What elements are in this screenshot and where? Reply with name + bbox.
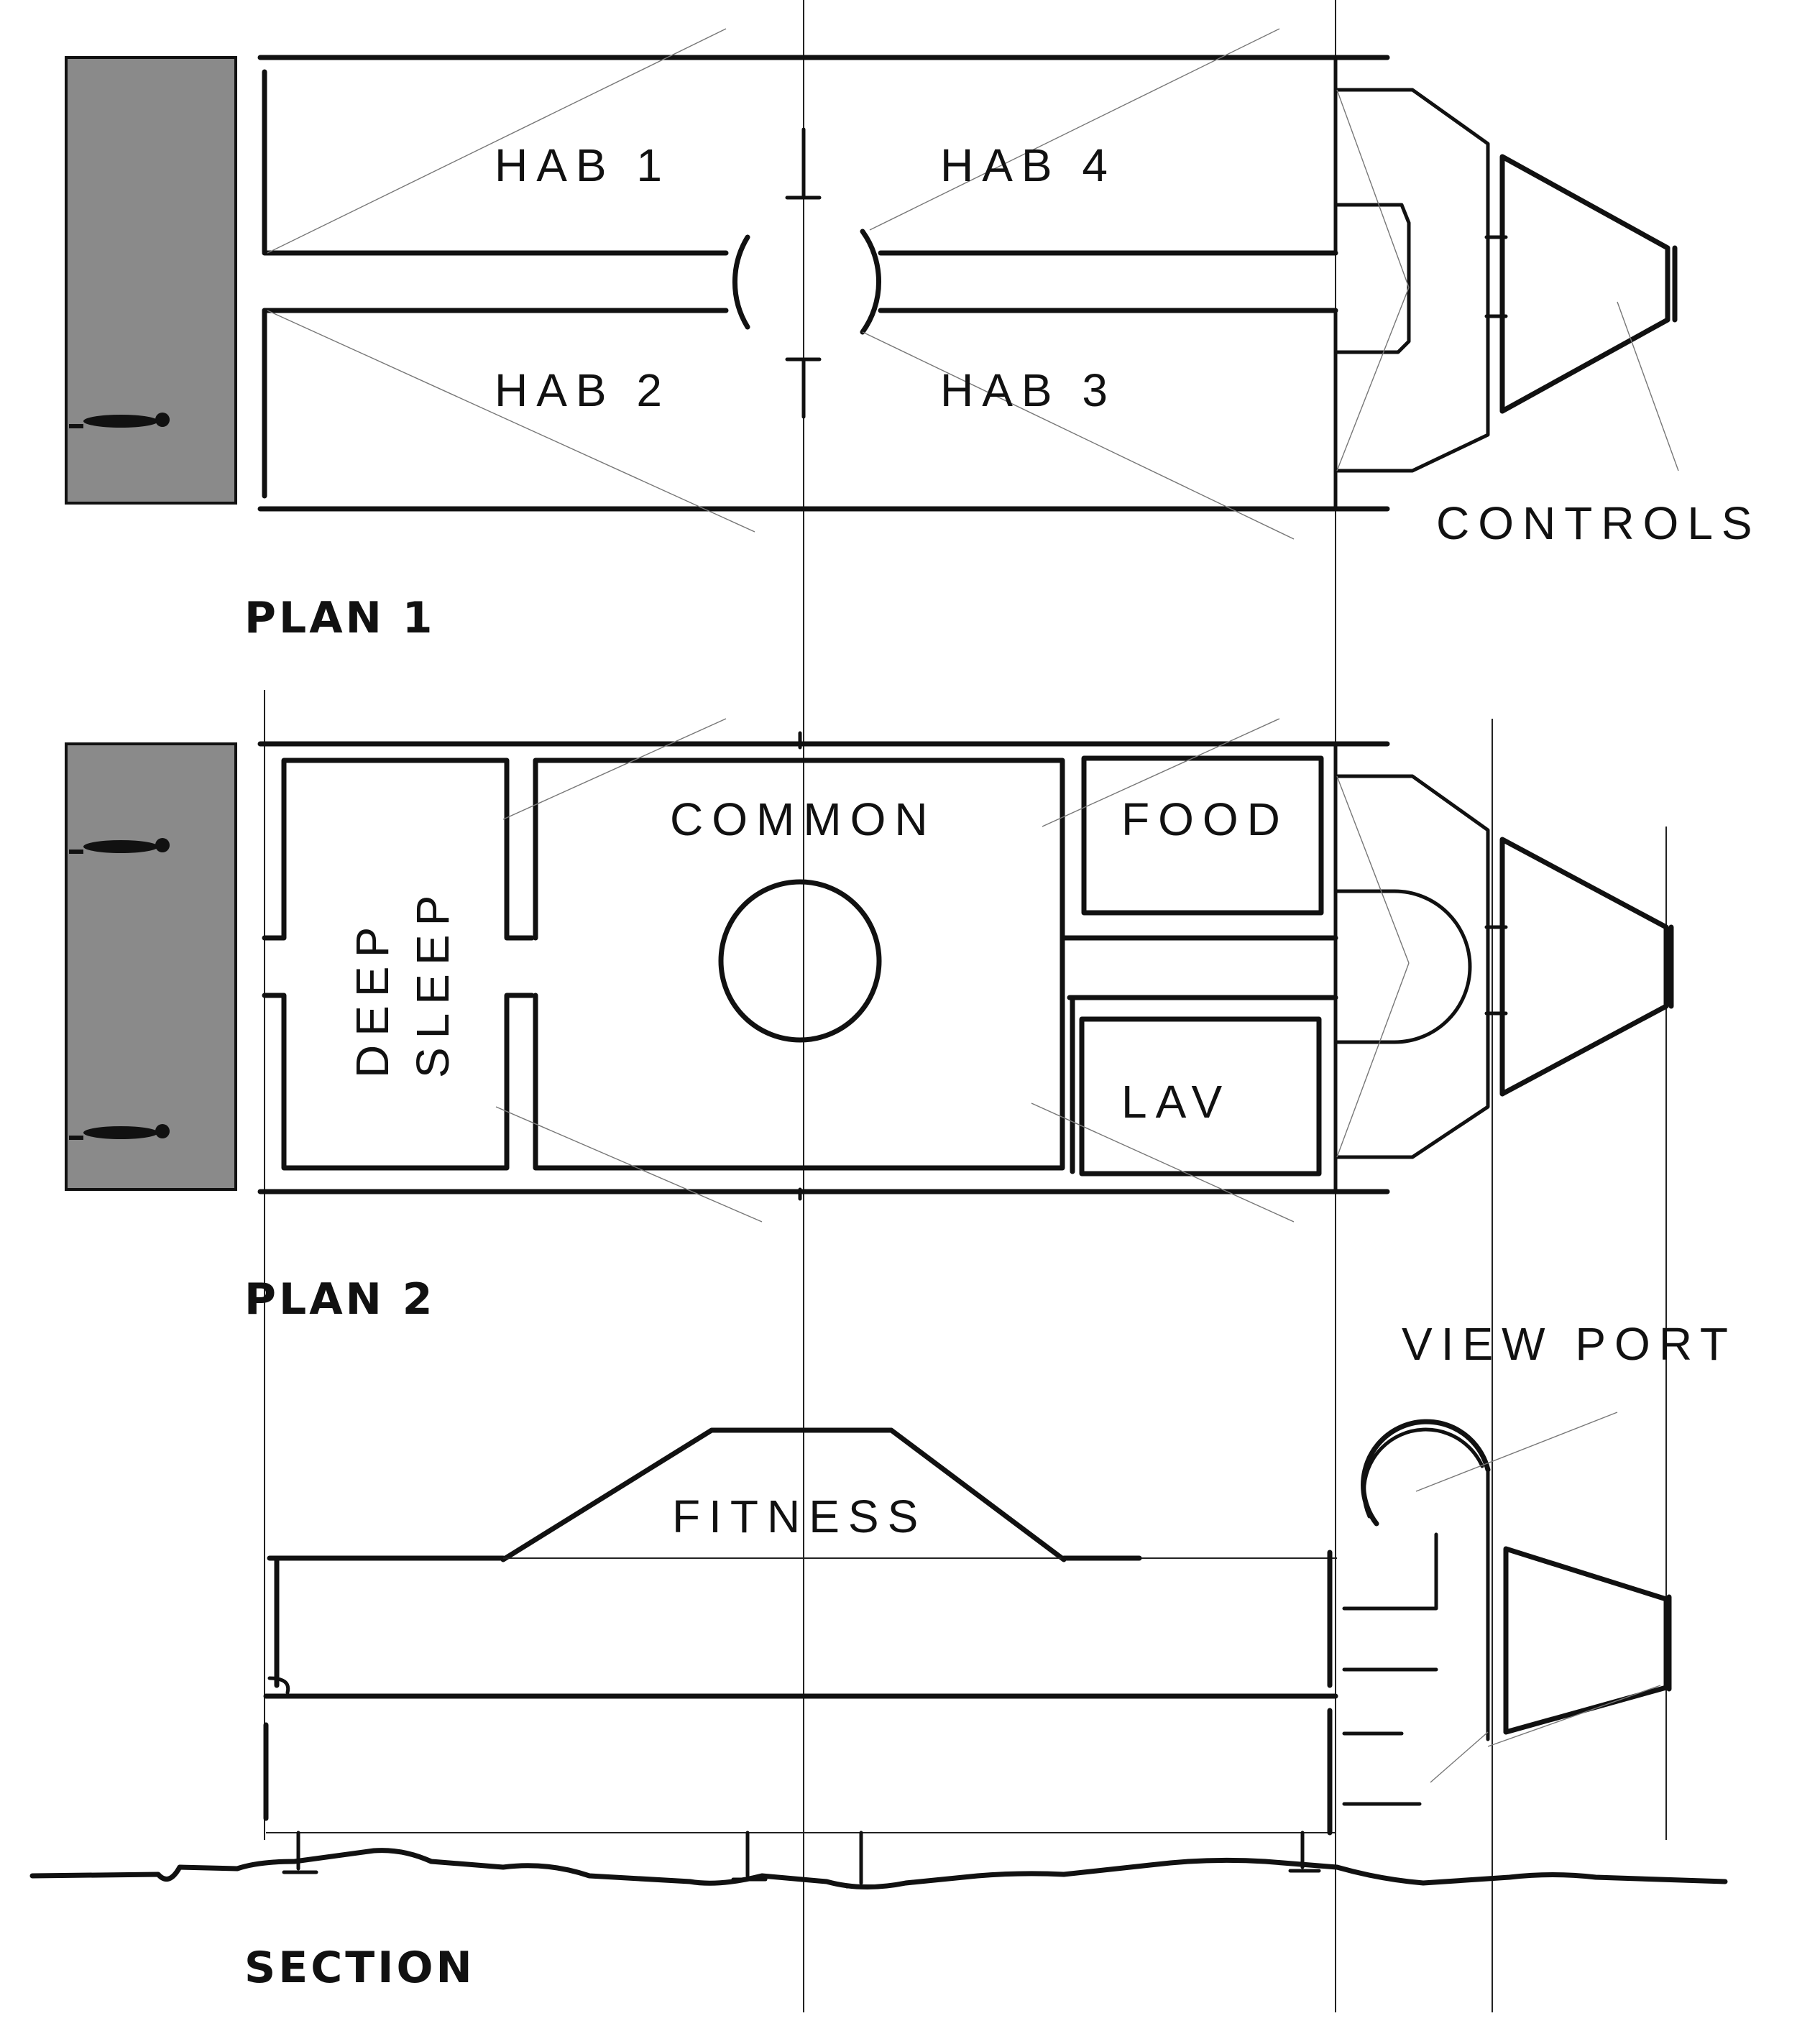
central-hub-right-arc [860,229,881,335]
food-room [1081,755,1324,916]
room-label-sleep: SLEEP [407,887,459,1078]
ground-line [29,1848,1728,1890]
room-label-food: FOOD [1121,793,1289,845]
plan-1: HAB 1 HAB 4 HAB 2 HAB 3 CONTROLS PLAN 1 [65,28,1761,643]
controls-label: CONTROLS [1436,497,1761,549]
plan-2-hull [257,731,1390,1201]
section-title: SECTION [244,1943,475,1993]
view-port-dome [1361,1419,1491,1527]
plan-1-title: PLAN 1 [244,593,436,643]
scale-figure-panel-2 [65,742,237,1191]
room-label-deep: DEEP [346,919,398,1078]
room-label-common: COMMON [670,793,937,845]
view-port-dome-plan [1392,889,1472,1044]
section: FITNESS VIEW PORT SECTION [29,1318,1737,1993]
view-port-label: VIEW PORT [1402,1318,1737,1370]
room-label-hab-1: HAB 1 [495,139,671,191]
scale-figure [69,413,170,428]
view-port-cone-section [1503,1546,1669,1735]
view-port-module-section [1342,1412,1672,1806]
plan-1-perspective-hairlines [267,28,1295,540]
fitness-label: FITNESS [672,1491,927,1542]
controls-module [1333,88,1679,473]
scale-figure-standing [69,838,170,854]
view-port-cone-plan [1499,837,1669,1097]
common-hatch-circle [718,879,882,1043]
view-port-module-plan [1333,774,1674,1159]
common-room [533,758,1065,1171]
construction-lines [264,0,1667,2012]
fitness-dome [500,1427,1067,1562]
deep-sleep-room [262,758,535,941]
controls-cone [1499,154,1670,414]
scale-figure-panel [65,56,237,505]
plan-2-title: PLAN 2 [244,1274,436,1325]
room-label-hab-4: HAB 4 [940,139,1116,191]
scale-figure-lying [69,1124,170,1140]
lav-room [1079,1016,1322,1177]
room-label-hab-3: HAB 3 [940,364,1116,416]
room-label-hab-2: HAB 2 [495,364,671,416]
plan-2-perspective-hairlines [495,718,1295,1223]
central-hub-left-arc [732,234,750,330]
room-label-lav: LAV [1121,1076,1231,1128]
plan-2: DEEP SLEEP COMMON FOOD LAV PLAN 2 [65,718,1674,1325]
plan-1-hull [257,55,1390,512]
